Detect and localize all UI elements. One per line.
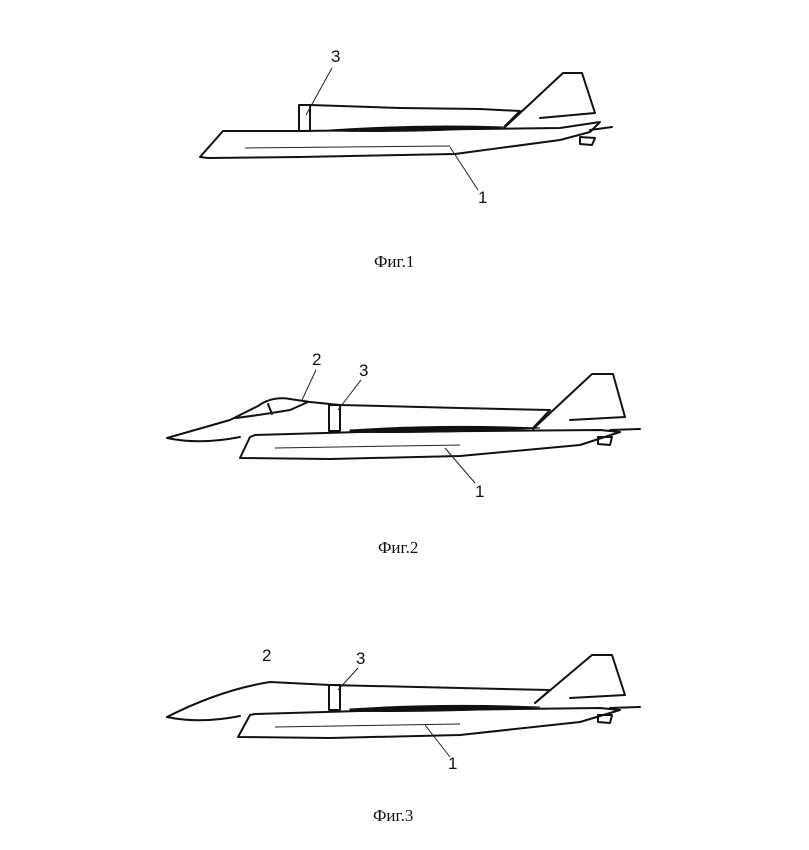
figure-2-caption: Фиг.2 — [378, 538, 419, 557]
figure-3-aircraft — [166, 654, 641, 758]
figure-2-aircraft — [166, 369, 641, 484]
figure-1-aircraft — [199, 67, 613, 191]
figure-1-caption: Фиг.1 — [374, 252, 415, 271]
figure-3-label-partition: 3 — [356, 649, 366, 668]
figure-2-label-body: 1 — [475, 482, 485, 501]
figure-1-label-body: 1 — [478, 188, 488, 207]
figure-3-label-body: 1 — [448, 754, 458, 773]
figure-2-label-cockpit: 2 — [312, 350, 322, 369]
figure-3-label-nose-module: 2 — [262, 646, 272, 665]
figure-2-label-partition: 3 — [359, 361, 369, 380]
figure-3-caption: Фиг.3 — [373, 806, 414, 825]
figure-1-label-partition: 3 — [331, 47, 341, 66]
